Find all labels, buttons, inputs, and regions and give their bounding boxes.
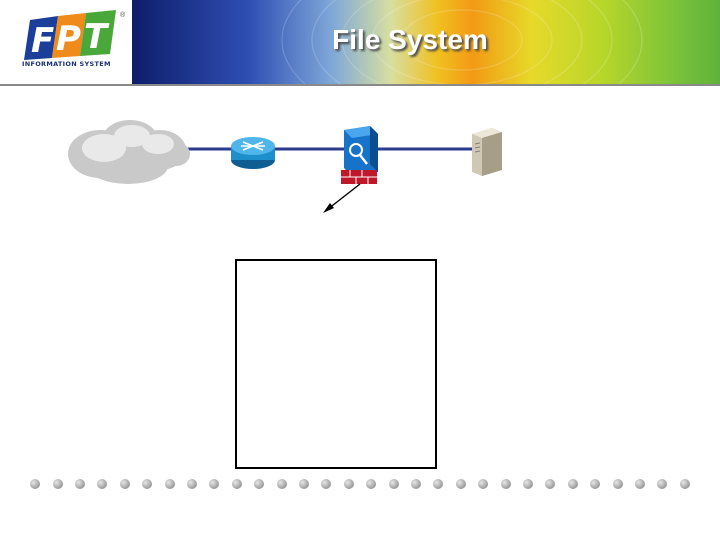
footer-dot xyxy=(119,479,130,489)
arrow-icon xyxy=(323,183,361,213)
footer-dot xyxy=(590,479,601,489)
logo-caption: INFORMATION SYSTEM xyxy=(22,60,111,68)
footer-dot xyxy=(657,479,668,489)
file-system-box xyxy=(235,259,437,469)
footer-dot xyxy=(187,479,197,489)
header-divider xyxy=(0,84,720,86)
footer-dot xyxy=(612,479,623,489)
router-icon xyxy=(231,137,275,169)
company-logo: F P T ® INFORMATION SYSTEM xyxy=(0,0,132,84)
svg-text:T: T xyxy=(84,17,110,57)
footer-dot xyxy=(276,479,287,489)
fpt-logo-icon: F P T xyxy=(24,10,116,61)
footer-dot xyxy=(97,479,108,489)
footer-dot xyxy=(164,479,175,489)
footer-dot xyxy=(679,479,690,489)
svg-text:P: P xyxy=(56,19,81,59)
registered-mark: ® xyxy=(120,12,126,19)
server-icon xyxy=(472,128,502,176)
footer-dot xyxy=(635,479,645,489)
footer-dot xyxy=(30,479,41,489)
footer-dot xyxy=(75,479,85,489)
svg-text:F: F xyxy=(31,21,54,61)
footer-dot xyxy=(388,479,399,489)
footer-dot xyxy=(209,479,220,489)
footer-dot xyxy=(567,479,578,489)
footer-dot xyxy=(433,479,444,489)
firewall-icon xyxy=(341,126,378,184)
footer-dot xyxy=(142,479,153,489)
footer-dot xyxy=(523,479,533,489)
footer-dot xyxy=(411,479,421,489)
footer-dot xyxy=(478,479,489,489)
footer-dot xyxy=(545,479,556,489)
footer-dot xyxy=(52,479,63,489)
footer-dot xyxy=(343,479,354,489)
footer-dot xyxy=(366,479,377,489)
page-title: File System xyxy=(332,24,488,55)
footer-dot xyxy=(254,479,265,489)
footer-dot xyxy=(500,479,511,489)
cloud-icon xyxy=(68,120,190,184)
footer-dot xyxy=(231,479,242,489)
footer-dot xyxy=(299,479,309,489)
footer-dot xyxy=(321,479,332,489)
network-diagram xyxy=(68,120,502,213)
header-banner: F P T ® INFORMATION SYSTEM File System xyxy=(0,0,720,131)
footer-dot xyxy=(455,479,466,489)
footer-dot-row xyxy=(24,477,696,491)
